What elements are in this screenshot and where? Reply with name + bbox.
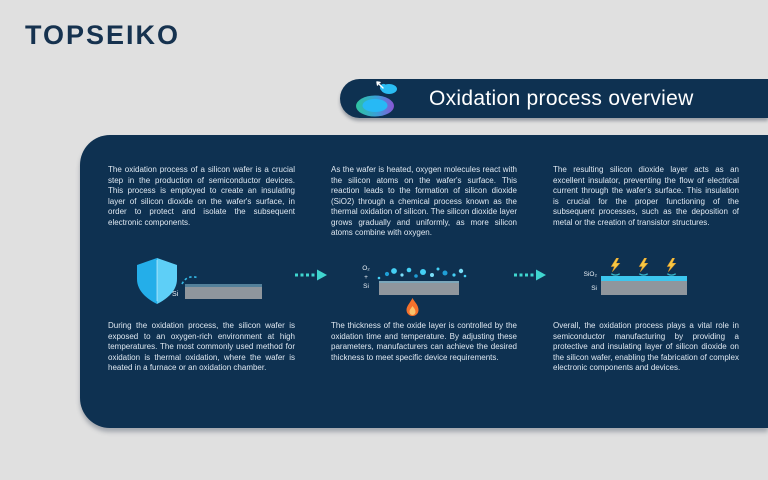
paragraph-summary: Overall, the oxidation process plays a v…: [553, 321, 739, 372]
substrate-label: Si: [591, 285, 597, 292]
content-card: The oxidation process of a silicon wafer…: [80, 135, 768, 428]
lightning-bolt-icon: [610, 258, 621, 276]
title-banner: Oxidation process overview: [340, 79, 768, 118]
diagram-protection: Si: [108, 258, 295, 321]
lightning-bolt-icon: [666, 258, 677, 276]
column-2: As the wafer is heated, oxygen molecules…: [331, 165, 517, 374]
dashed-arrow-icon: [295, 269, 327, 281]
reactant-si: Si: [363, 283, 369, 290]
column-3: The resulting silicon dioxide layer acts…: [553, 165, 739, 374]
oxygen-molecules-icon: [377, 267, 467, 280]
paragraph-environment: During the oxidation process, the silico…: [108, 321, 295, 372]
layer-labels: SiO₂ Si: [571, 268, 597, 296]
paragraph-insulator: The resulting silicon dioxide layer acts…: [553, 165, 739, 227]
dashed-curve-icon: [181, 276, 200, 285]
reactant-o2: O₂: [362, 265, 370, 272]
shield-icon: [137, 258, 177, 304]
oxide-layer: [601, 276, 687, 281]
paragraph-thickness: The thickness of the oxide layer is cont…: [331, 321, 517, 362]
paragraph-reaction: As the wafer is heated, oxygen molecules…: [331, 165, 517, 237]
silicon-wafer-bar: [379, 281, 459, 295]
substrate-label: Si: [172, 291, 179, 298]
page-title: Oxidation process overview: [429, 86, 694, 110]
reactant-plus: +: [364, 274, 368, 281]
three-column-grid: The oxidation process of a silicon wafer…: [80, 135, 768, 374]
wafer-dropper-icon: [356, 80, 397, 116]
reactants-label: O₂ + Si: [359, 264, 373, 291]
column-1: The oxidation process of a silicon wafer…: [108, 165, 295, 374]
silicon-wafer-bar: [185, 284, 262, 299]
paragraph-intro: The oxidation process of a silicon wafer…: [108, 165, 295, 227]
company-logo: TOPSEIKO: [25, 20, 181, 50]
diagram-result: SiO₂ Si: [553, 258, 739, 321]
dashed-arrow-icon: [514, 269, 546, 281]
diagram-oxidation: O₂ + Si: [331, 261, 517, 321]
substrate-layer: [601, 281, 687, 295]
oxide-label: SiO₂: [583, 271, 597, 278]
flame-icon: [406, 298, 419, 316]
lightning-bolt-icon: [638, 258, 649, 276]
oxidized-wafer-bar: [601, 276, 687, 295]
